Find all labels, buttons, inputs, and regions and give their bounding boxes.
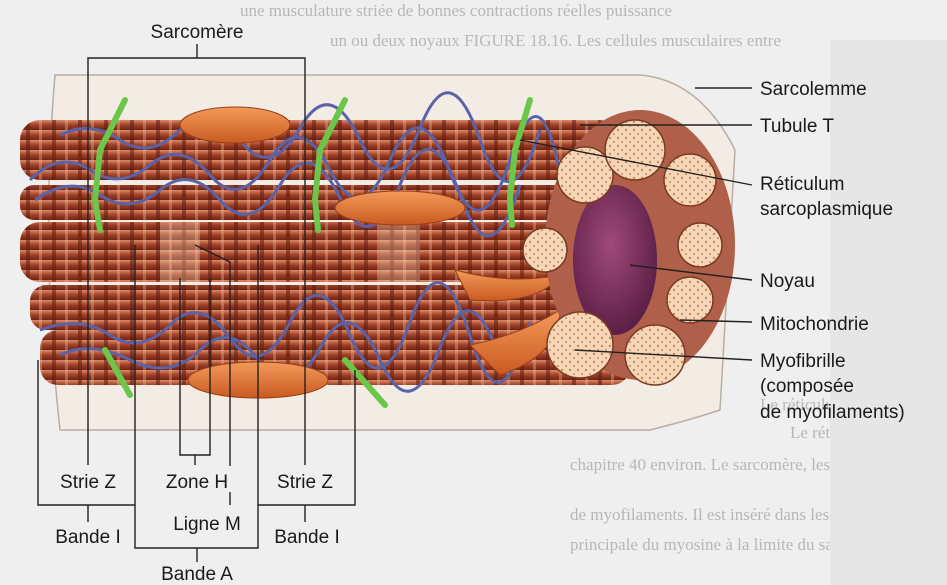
bg-line: un ou deux noyaux FIGURE 18.16. Les cell…	[330, 31, 781, 50]
label-myofibrille-line3: de myofilaments)	[760, 402, 905, 423]
label-noyau: Noyau	[760, 271, 815, 292]
label-strie-z-left: Strie Z	[60, 472, 116, 493]
label-tubule-t: Tubule T	[760, 116, 834, 137]
label-sarcomere: Sarcomère	[151, 22, 244, 43]
label-reticulum-line1: Réticulum	[760, 174, 844, 195]
page-margin	[830, 40, 947, 585]
label-strie-z-right: Strie Z	[277, 472, 333, 493]
label-myofibrille-line2: (composée	[760, 376, 854, 397]
mitochondrion	[180, 107, 290, 143]
label-bande-a: Bande A	[161, 564, 233, 585]
mitochondrion	[335, 191, 465, 225]
label-bande-i-right: Bande I	[274, 527, 340, 548]
label-myofibrille-line1: Myofibrille	[760, 351, 846, 372]
label-reticulum-line2: sarcoplasmique	[760, 199, 893, 220]
label-sarcolemme: Sarcolemme	[760, 79, 867, 100]
label-zone-h: Zone H	[166, 472, 228, 493]
label-mitochondrie: Mitochondrie	[760, 314, 869, 335]
label-ligne-m: Ligne M	[173, 514, 241, 535]
label-bande-i-left: Bande I	[55, 527, 121, 548]
bg-line: une musculature striée de bonnes contrac…	[240, 1, 672, 20]
